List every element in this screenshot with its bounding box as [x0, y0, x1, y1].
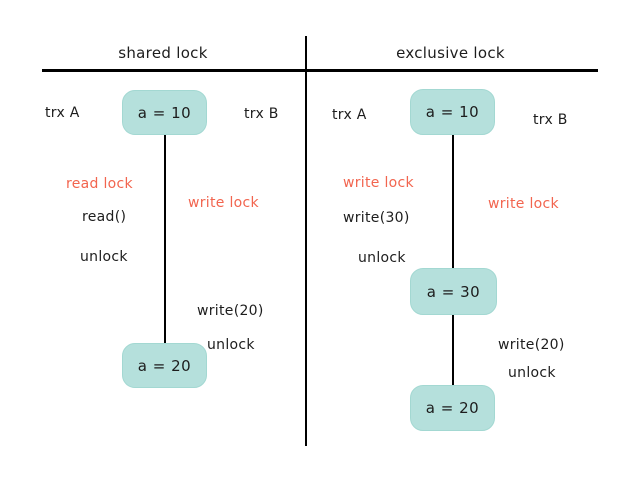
exclusive-trx-a-label: trx A: [332, 107, 367, 123]
panel-divider-line: [305, 36, 307, 446]
panel-title-shared-lock: shared lock: [118, 44, 208, 62]
exclusive-timeline-lower: [452, 314, 454, 386]
shared-state-node-final-value: a = 20: [137, 356, 192, 375]
exclusive-trx-a-lock-label: write lock: [343, 175, 414, 191]
shared-state-node-initial-value: a = 10: [137, 103, 192, 122]
shared-trx-b-lock-label: write lock: [188, 195, 259, 211]
shared-timeline: [164, 134, 166, 344]
shared-state-node-initial: a = 10: [122, 90, 207, 135]
exclusive-trx-b-label: trx B: [533, 112, 568, 128]
exclusive-trx-a-unlock-label: unlock: [358, 250, 406, 266]
shared-trx-b-unlock-label: unlock: [207, 337, 255, 353]
shared-trx-a-unlock-label: unlock: [80, 249, 128, 265]
exclusive-state-node-final-value: a = 20: [425, 399, 480, 417]
shared-trx-a-op-label: read(): [82, 209, 127, 225]
shared-state-node-final: a = 20: [122, 343, 207, 388]
shared-trx-b-label: trx B: [244, 106, 279, 122]
shared-trx-a-lock-label: read lock: [66, 176, 133, 192]
exclusive-state-node-mid: a = 30: [410, 268, 497, 315]
shared-trx-b-op-label: write(20): [197, 303, 264, 319]
exclusive-trx-b-op-label: write(20): [498, 337, 565, 353]
exclusive-state-node-final: a = 20: [410, 385, 495, 431]
exclusive-state-node-mid-value: a = 30: [426, 282, 481, 301]
exclusive-state-node-initial: a = 10: [410, 89, 495, 135]
exclusive-trx-b-unlock-label: unlock: [508, 365, 556, 381]
exclusive-timeline-upper: [452, 134, 454, 269]
exclusive-trx-b-lock-label: write lock: [488, 196, 559, 212]
exclusive-trx-a-op-label: write(30): [343, 210, 410, 226]
shared-trx-a-label: trx A: [45, 105, 80, 121]
panel-title-exclusive-lock: exclusive lock: [396, 44, 505, 62]
header-underline: [42, 69, 598, 72]
exclusive-state-node-initial-value: a = 10: [425, 103, 480, 121]
